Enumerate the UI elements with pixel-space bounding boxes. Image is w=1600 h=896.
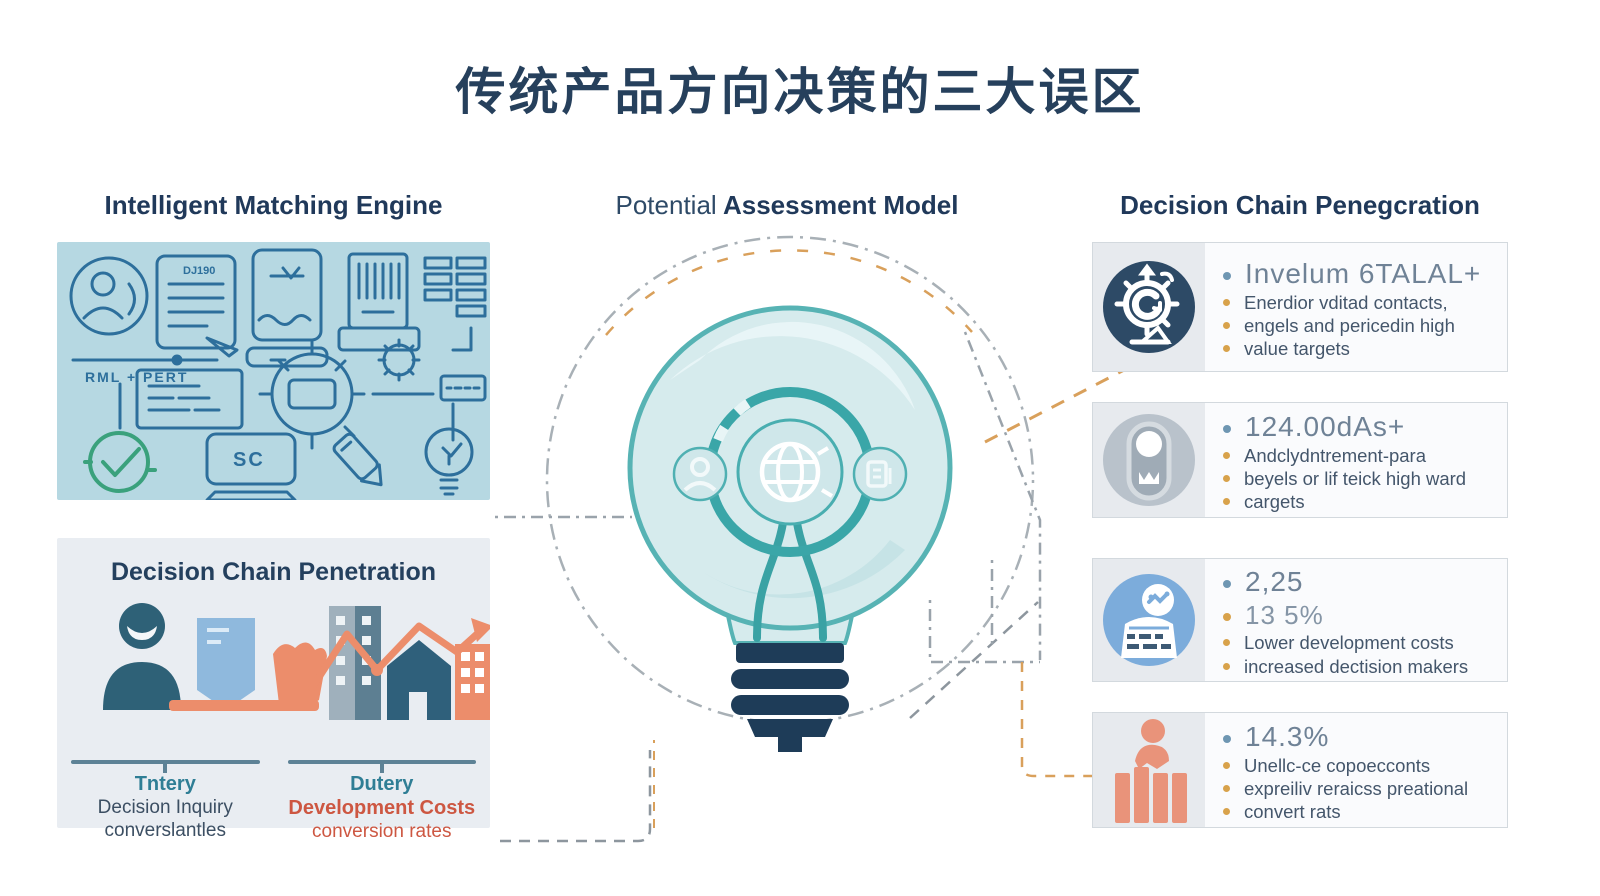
panel1-monitor-label: SC xyxy=(233,449,265,471)
list-icon xyxy=(423,256,487,318)
bullet-dot xyxy=(1223,734,1231,743)
group2-line2: conversion rates xyxy=(312,821,452,843)
calculator-person-icon xyxy=(1103,574,1195,666)
bullet-dot xyxy=(1223,271,1231,280)
bullet-dot xyxy=(1223,474,1230,482)
bullet-dot xyxy=(1223,784,1230,792)
buildings-icon xyxy=(329,606,381,720)
bracket-line xyxy=(451,326,473,352)
bullet-dot xyxy=(1223,298,1230,306)
gear-magnifier-icon xyxy=(1103,261,1195,353)
gear-icon xyxy=(377,338,421,382)
target-hub-icon xyxy=(258,340,366,450)
person-bars-icon xyxy=(1115,719,1187,823)
card4-bullet-2: expreiliv reraicss preational xyxy=(1244,777,1469,799)
card1-stat: Invelum 6TALAL+ xyxy=(1245,257,1482,289)
tablet-icon xyxy=(245,248,329,368)
center-header-light: Potential xyxy=(615,190,717,220)
decision-chain-illustration xyxy=(103,603,490,720)
card3-bullet-1: Lower development costs xyxy=(1244,632,1454,654)
card2-bullet-1: Andclydntrement-para xyxy=(1244,444,1427,466)
bracket-line xyxy=(71,760,260,764)
card3-bullet-2: increased dectision makers xyxy=(1244,655,1469,677)
stat-card-2: 124.00dAs+ Andclydntrement-para beyels o… xyxy=(1092,402,1508,518)
padlock-icon xyxy=(1103,414,1195,506)
bullet-dot xyxy=(1223,451,1230,459)
bullet-dot xyxy=(1223,579,1231,588)
inquiry-label-group: Tntery Decision Inquiry converslantles xyxy=(57,760,274,844)
bullet-dot xyxy=(1223,321,1230,329)
trend-line-icon xyxy=(308,618,490,692)
decision-chain-panel: Decision Chain Penetration xyxy=(57,538,490,842)
panel1-doc-label: DJ190 xyxy=(183,265,215,277)
card1-bullet-3: value targets xyxy=(1244,338,1350,360)
person-circle-icon xyxy=(69,256,149,336)
stat-card-4: 14.3% Unellc-ce copoecconts expreiliv re… xyxy=(1092,712,1508,828)
card-icon xyxy=(135,368,244,430)
bullet-dot xyxy=(1223,345,1230,353)
card1-bullet-1: Enerdior vditad contacts, xyxy=(1244,291,1448,313)
bullet-dot xyxy=(1223,662,1230,670)
bracket-line xyxy=(287,760,476,764)
panel2-labels: Tntery Decision Inquiry converslantles D… xyxy=(57,760,490,844)
stat-card-3: 2,25 13 5% Lower development costs incre… xyxy=(1092,558,1508,682)
center-column-header: Potential Assessment Model xyxy=(567,190,1007,221)
bullet-dot xyxy=(1223,424,1231,433)
card4-stat: 14.3% xyxy=(1245,720,1330,752)
group2-line1: Development Costs xyxy=(288,797,476,819)
group2-label: Dutery xyxy=(350,773,414,795)
card3-stat2: 13 5% xyxy=(1245,599,1324,630)
bulb-base xyxy=(731,643,849,752)
matching-engine-panel: RML + PERT DJ190 SC xyxy=(57,242,490,502)
printer-icon xyxy=(337,252,421,352)
stat-card-1: Invelum 6TALAL+ Enerdior vditad contacts… xyxy=(1092,242,1508,372)
flow-line xyxy=(269,358,455,442)
check-circle-icon xyxy=(83,431,157,493)
center-header-bold: Assessment Model xyxy=(722,190,959,220)
card2-bullet-2: beyels or lif teick high ward xyxy=(1244,467,1467,489)
panel1-caption: RML + PERT xyxy=(85,369,188,385)
group1-line2: converslantles xyxy=(104,820,226,842)
orange-building-icon xyxy=(455,644,490,720)
card1-bullet-2: engels and pericedin high xyxy=(1244,314,1455,336)
bullet-dot xyxy=(1223,612,1231,621)
left-column-header: Intelligent Matching Engine xyxy=(104,190,443,220)
group1-line1: Decision Inquiry xyxy=(97,797,233,818)
hand-icon xyxy=(273,642,327,709)
bullet-dot xyxy=(1223,498,1230,506)
card2-stat: 124.00dAs+ xyxy=(1245,410,1406,442)
card4-bullet-1: Unellc-ce copoecconts xyxy=(1244,754,1431,776)
card4-bullet-3: convert rats xyxy=(1244,801,1341,823)
orange-bar xyxy=(169,700,319,711)
page-title: 传统产品方向决策的三大误区 xyxy=(455,63,1145,121)
globe-icon xyxy=(736,418,844,526)
group1-label: Tntery xyxy=(134,773,196,795)
pencil-icon xyxy=(332,432,383,487)
lightbulb-illustration xyxy=(550,240,1030,775)
bullet-dot xyxy=(1223,639,1230,647)
house-icon xyxy=(387,640,451,720)
person-silhouette-icon xyxy=(103,603,181,710)
person-badge-icon xyxy=(672,446,728,502)
small-bulb-icon xyxy=(424,427,474,496)
tag-box-icon xyxy=(439,374,487,402)
card3-stat: 2,25 xyxy=(1245,565,1304,597)
bullet-dot xyxy=(1223,761,1230,769)
right-column-header: Decision Chain Penegcration xyxy=(1120,190,1480,220)
card2-bullet-3: cargets xyxy=(1244,491,1305,513)
document-badge-icon xyxy=(852,446,908,502)
document-icon xyxy=(155,254,239,358)
matching-engine-illustration: RML + PERT DJ190 SC xyxy=(69,248,487,502)
panel2-title: Decision Chain Penetration xyxy=(110,558,437,586)
bullet-dot xyxy=(1223,808,1230,816)
cost-label-group: Dutery Development Costs conversion rate… xyxy=(274,760,491,844)
